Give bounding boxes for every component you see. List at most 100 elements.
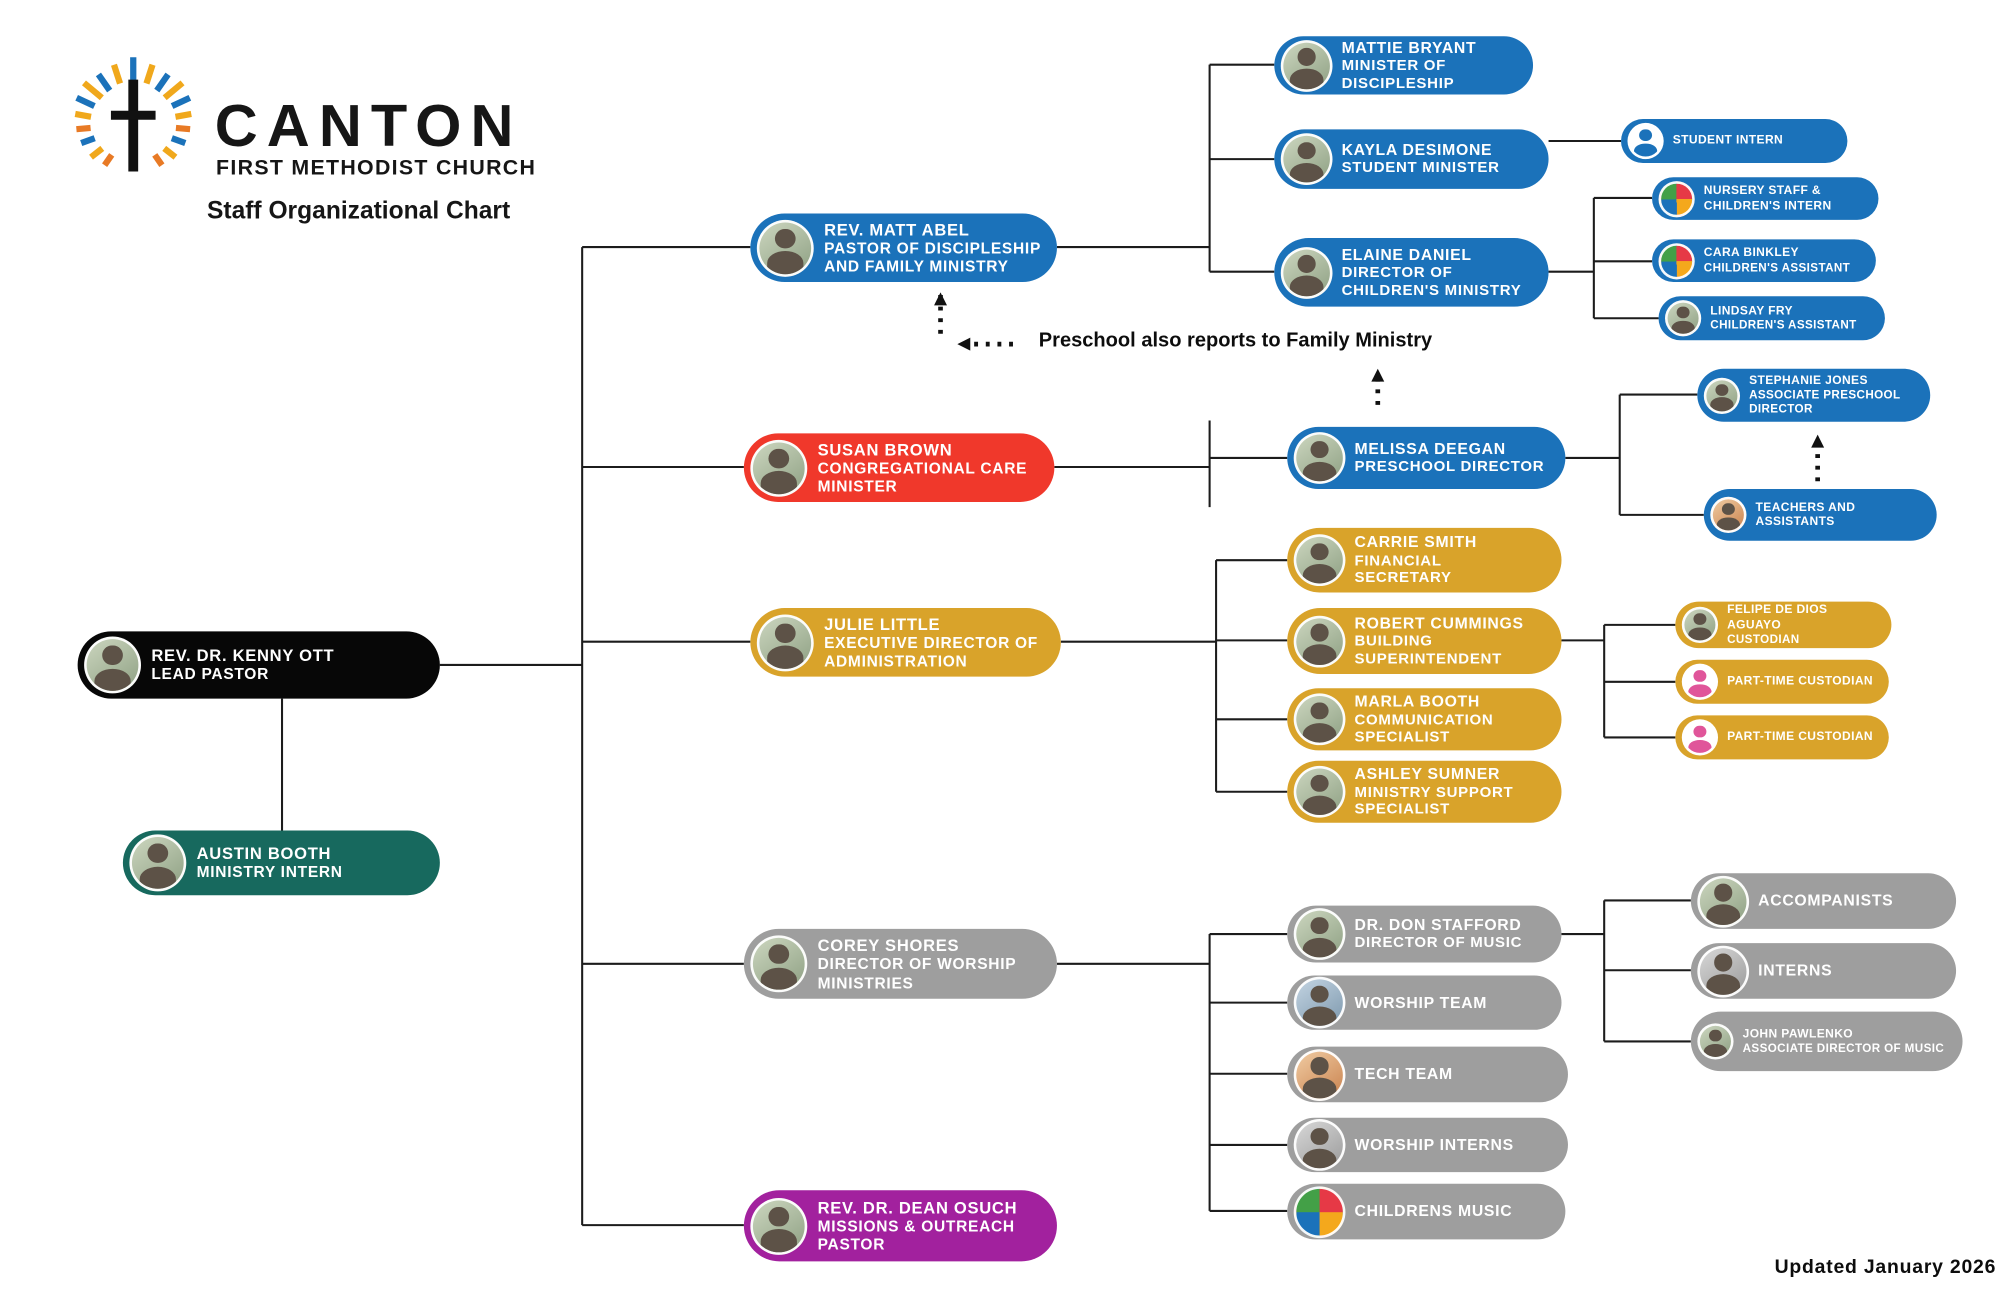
- role-label: WORSHIP TEAM: [1354, 993, 1488, 1012]
- person-photo: [1280, 133, 1333, 185]
- person-photo: [1293, 693, 1346, 746]
- person-title: ASSOCIATE DIRECTOR OF MUSIC: [1742, 1041, 1945, 1055]
- person-title: MISSIONS & OUTREACH PASTOR: [817, 1217, 1015, 1254]
- org-node-austin-booth: AUSTIN BOOTH MINISTRY INTERN: [122, 830, 440, 896]
- person-name: MATTIE BRYANT: [1341, 38, 1477, 57]
- person-photo: [750, 935, 808, 993]
- person-title: MINISTRY INTERN: [196, 863, 343, 882]
- org-node-melissa-deegan: MELISSA DEEGAN PRESCHOOL DIRECTOR: [1287, 426, 1566, 490]
- org-node-robert-cummings: ROBERT CUMMINGS BUILDING SUPERINTENDENT: [1287, 608, 1562, 675]
- abc-blocks-icon: [1658, 180, 1695, 217]
- person-name: CARA BINKLEY: [1703, 246, 1799, 260]
- person-title: MINISTER OF DISCIPLESHIP: [1341, 56, 1455, 92]
- org-node-susan-brown: SUSAN BROWN CONGREGATIONAL CARE MINISTER: [743, 433, 1055, 502]
- person-photo: [1293, 615, 1346, 667]
- org-node-mattie-bryant: MATTIE BRYANT MINISTER OF DISCIPLESHIP: [1274, 36, 1534, 95]
- person-photo: [1710, 496, 1747, 534]
- person-title: DIRECTOR OF MUSIC: [1354, 934, 1523, 952]
- org-node-don-stafford: DR. DON STAFFORD DIRECTOR OF MUSIC: [1287, 905, 1562, 963]
- person-title: DIRECTOR OF CHILDREN'S MINISTRY: [1341, 263, 1522, 299]
- role-label: INTERNS: [1758, 961, 1833, 980]
- person-photo: [1703, 377, 1741, 414]
- person-title: CONGREGATIONAL CARE MINISTER: [817, 459, 1028, 496]
- updated-date: Updated January 2026: [1774, 1256, 1997, 1279]
- person-title: PRESCHOOL DIRECTOR: [1354, 458, 1545, 476]
- person-photo: [1293, 765, 1346, 818]
- custodian-icon: [1681, 663, 1719, 700]
- brand-subname: FIRST METHODIST CHURCH: [216, 156, 537, 180]
- org-node-worship-team: WORSHIP TEAM: [1287, 975, 1562, 1030]
- person-photo: [129, 834, 187, 892]
- person-title: MINISTRY SUPPORT SPECIALIST: [1354, 783, 1514, 818]
- person-photo: [1293, 534, 1346, 587]
- org-node-marla-booth: MARLA BOOTH COMMUNICATION SPECIALIST: [1287, 688, 1562, 751]
- brand-name: CANTON: [214, 91, 523, 160]
- person-title: PASTOR OF DISCIPLESHIP AND FAMILY MINIST…: [824, 239, 1041, 276]
- person-name: DR. DON STAFFORD: [1354, 915, 1522, 935]
- org-node-cara-binkley: CARA BINKLEY CHILDREN'S ASSISTANT: [1652, 239, 1876, 283]
- group-photo: [1293, 1048, 1346, 1101]
- person-photo: [1664, 300, 1702, 337]
- person-photo: [1697, 1023, 1734, 1060]
- person-name: STEPHANIE JONES: [1749, 373, 1868, 387]
- org-node-worship-interns: WORSHIP INTERNS: [1287, 1117, 1568, 1173]
- group-photo: [1697, 945, 1750, 997]
- annotation-preschool-note: Preschool also reports to Family Ministr…: [1038, 329, 1433, 352]
- person-name: FELIPE DE DIOS AGUAYO: [1727, 603, 1828, 631]
- org-node-ashley-sumner: ASHLEY SUMNER MINISTRY SUPPORT SPECIALIS…: [1287, 760, 1562, 823]
- person-photo: [750, 1197, 808, 1255]
- org-node-part-time-custodian-2: PART-TIME CUSTODIAN: [1675, 715, 1889, 760]
- page-title: Staff Organizational Chart: [206, 197, 511, 226]
- person-name: MARLA BOOTH: [1354, 692, 1480, 711]
- person-name: COREY SHORES: [817, 935, 960, 956]
- org-node-dean-osuch: REV. DR. DEAN OSUCH MISSIONS & OUTREACH …: [743, 1190, 1057, 1262]
- org-node-interns: INTERNS: [1690, 943, 1957, 999]
- org-node-part-time-custodian-1: PART-TIME CUSTODIAN: [1675, 659, 1889, 704]
- org-node-felipe-de-dios-aguayo: FELIPE DE DIOS AGUAYO CUSTODIAN: [1675, 601, 1892, 649]
- person-name: CARRIE SMITH: [1354, 533, 1477, 552]
- group-photo: [1293, 1119, 1346, 1171]
- person-name: REV. MATT ABEL: [824, 219, 970, 240]
- role-label: PART-TIME CUSTODIAN: [1727, 674, 1874, 688]
- org-node-elaine-daniel: ELAINE DANIEL DIRECTOR OF CHILDREN'S MIN…: [1274, 238, 1549, 307]
- abc-blocks-icon: [1658, 242, 1695, 279]
- role-label: NURSERY STAFF & CHILDREN'S INTERN: [1703, 183, 1832, 212]
- org-node-corey-shores: COREY SHORES DIRECTOR OF WORSHIP MINISTR…: [743, 928, 1057, 999]
- person-photo: [84, 636, 142, 694]
- org-node-carrie-smith: CARRIE SMITH FINANCIAL SECRETARY: [1287, 527, 1562, 593]
- role-label: CHILDRENS MUSIC: [1354, 1202, 1513, 1221]
- person-photo: [750, 439, 808, 497]
- role-label: PART-TIME CUSTODIAN: [1727, 730, 1874, 744]
- person-title: DIRECTOR OF WORSHIP MINISTRIES: [817, 955, 1017, 992]
- org-node-accompanists: ACCOMPANISTS: [1690, 873, 1957, 929]
- person-title: FINANCIAL SECRETARY: [1354, 551, 1452, 587]
- person-title: CHILDREN'S ASSISTANT: [1703, 260, 1851, 274]
- org-node-nursery-staff: NURSERY STAFF & CHILDREN'S INTERN: [1652, 177, 1879, 220]
- person-name: JULIE LITTLE: [824, 614, 941, 634]
- org-node-kenny-ott: REV. DR. KENNY OTT LEAD PASTOR: [77, 631, 440, 699]
- role-label: TEACHERS AND ASSISTANTS: [1755, 500, 1856, 528]
- org-node-kayla-desimone: KAYLA DESIMONE STUDENT MINISTER: [1274, 129, 1549, 189]
- person-name: ELAINE DANIEL: [1341, 245, 1472, 264]
- church-logo: [74, 57, 192, 172]
- person-name: ROBERT CUMMINGS: [1354, 614, 1524, 633]
- group-photo: [1697, 875, 1750, 927]
- person-name: JOHN PAWLENKO: [1742, 1026, 1854, 1040]
- person-title: COMMUNICATION SPECIALIST: [1354, 710, 1494, 746]
- group-photo: [1293, 976, 1346, 1029]
- org-node-childrens-music: CHILDRENS MUSIC: [1287, 1183, 1566, 1240]
- org-node-teachers-assistants: TEACHERS AND ASSISTANTS: [1703, 489, 1937, 541]
- org-node-john-pawlenko: JOHN PAWLENKO ASSOCIATE DIRECTOR OF MUSI…: [1690, 1011, 1963, 1072]
- role-label: TECH TEAM: [1354, 1065, 1453, 1084]
- person-photo: [1293, 432, 1346, 484]
- person-photo: [756, 219, 814, 277]
- org-node-matt-abel: REV. MATT ABEL PASTOR OF DISCIPLESHIP AN…: [750, 213, 1057, 283]
- org-node-tech-team: TECH TEAM: [1287, 1046, 1568, 1103]
- children-icon: [1293, 1185, 1346, 1238]
- person-title: BUILDING SUPERINTENDENT: [1354, 632, 1502, 668]
- person-photo: [756, 613, 814, 671]
- custodian-icon: [1681, 719, 1719, 756]
- person-name: REV. DR. DEAN OSUCH: [817, 1197, 1018, 1218]
- person-photo: [1280, 246, 1333, 299]
